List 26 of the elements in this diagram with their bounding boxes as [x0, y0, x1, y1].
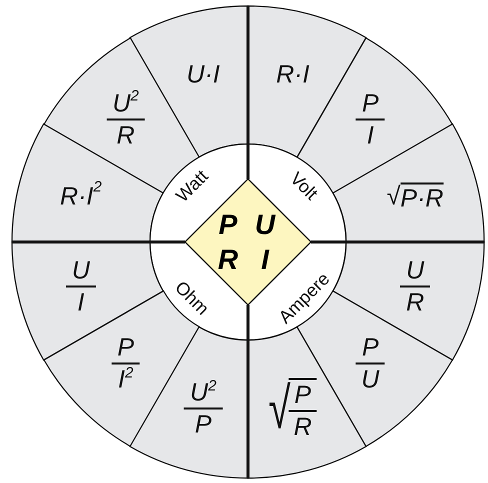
- denominator: I$^{2}$: [118, 364, 134, 393]
- numerator: P: [111, 336, 140, 365]
- denominator: R: [406, 287, 424, 316]
- denominator: P: [194, 410, 212, 438]
- denominator: I: [77, 287, 84, 316]
- radical-sign: √: [268, 380, 290, 438]
- radicand: P·R: [400, 182, 444, 212]
- quantity-symbol: U: [254, 211, 276, 239]
- unit-label: Volt: [286, 169, 321, 204]
- numerator: U: [400, 258, 430, 288]
- radical-sign: √: [386, 184, 400, 210]
- denominator: R: [294, 412, 312, 440]
- numerator: U$^{2}$: [184, 380, 222, 410]
- denominator: U: [361, 364, 380, 393]
- formula: U·I: [186, 62, 220, 88]
- numerator: U: [66, 258, 96, 288]
- denominator: R: [116, 120, 135, 148]
- formula: R·I: [276, 62, 310, 88]
- numerator: P: [356, 336, 385, 365]
- quantity-symbol: I: [261, 246, 269, 274]
- quantity-symbol: P: [218, 211, 238, 239]
- numerator: U$^{2}$: [106, 91, 145, 120]
- denominator: I: [366, 120, 374, 148]
- numerator: P: [356, 91, 385, 120]
- unit-label: Watt: [172, 166, 212, 206]
- quantity-symbol: R: [218, 246, 238, 274]
